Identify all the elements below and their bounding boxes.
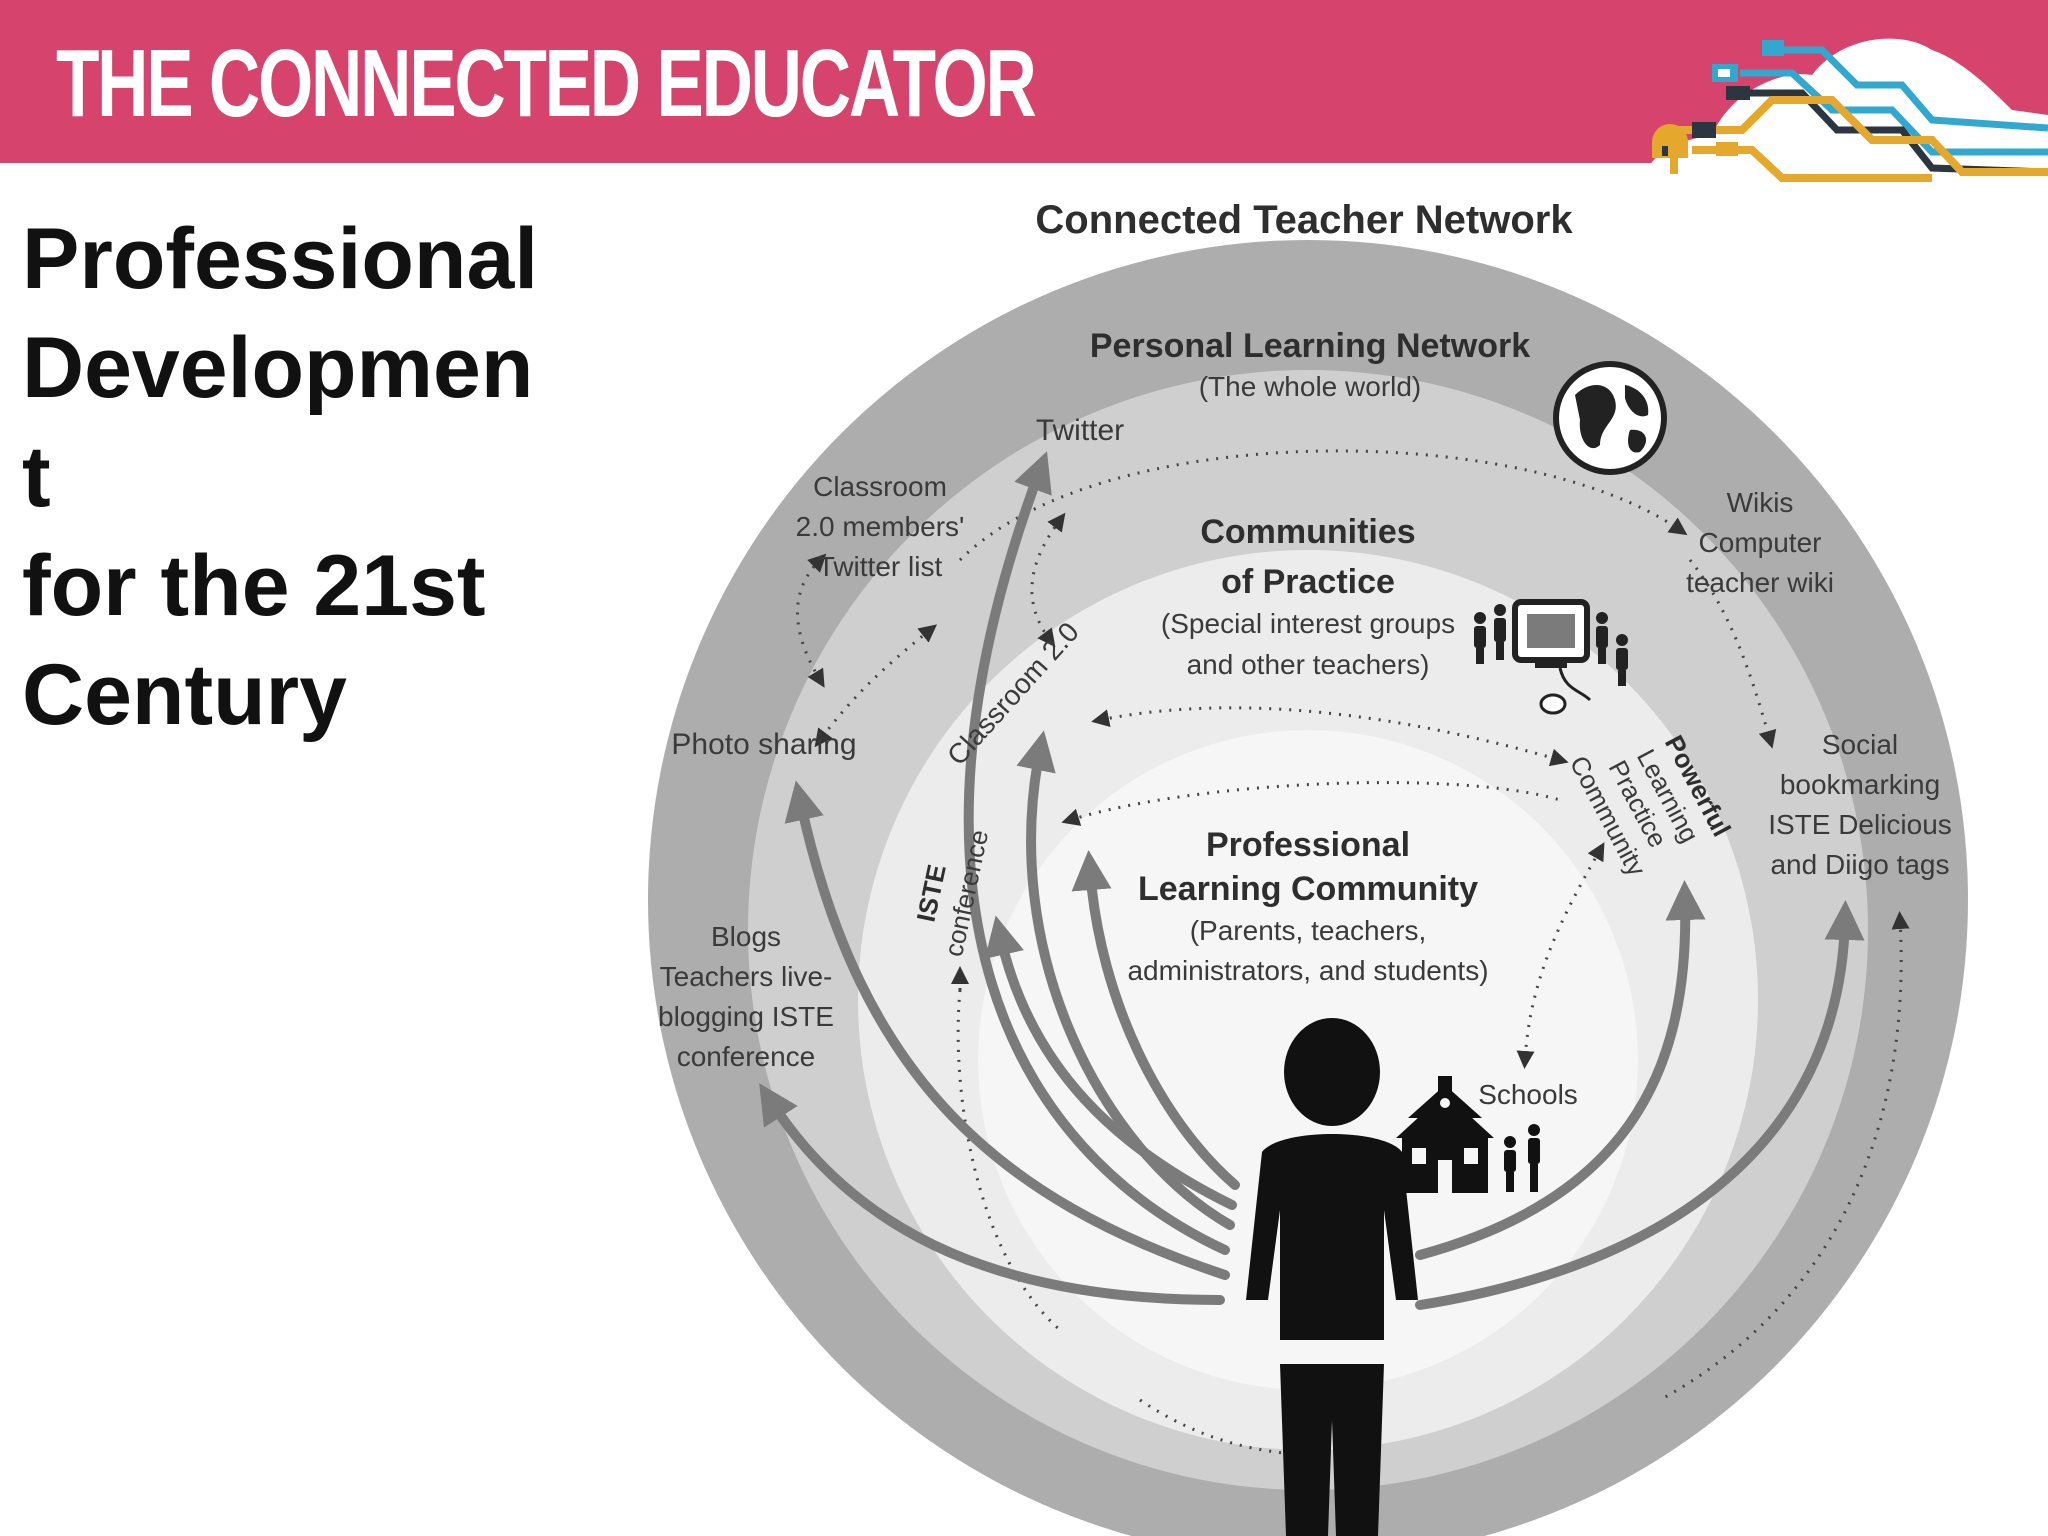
label-classroom-twitter-list: 2.0 members' xyxy=(796,511,965,542)
middle-ring-subtitle: and other teachers) xyxy=(1187,649,1430,680)
connected-educator-logo xyxy=(1642,38,2048,190)
label-wikis: teacher wiki xyxy=(1686,567,1834,598)
label-classroom-twitter-list: Classroom xyxy=(813,471,947,502)
outer-ring-subtitle: (The whole world) xyxy=(1199,371,1422,402)
label-twitter: Twitter xyxy=(1036,414,1124,447)
label-wikis: Wikis xyxy=(1727,487,1794,518)
middle-ring-title: of Practice xyxy=(1221,563,1395,601)
label-social-bookmarking: ISTE Delicious xyxy=(1768,809,1952,840)
heading-line: Developmen xyxy=(22,320,534,416)
outer-ring-title: Personal Learning Network xyxy=(1090,327,1530,365)
heading-line: Professional xyxy=(22,211,539,307)
label-blogs: blogging ISTE xyxy=(658,1001,834,1032)
inner-ring-subtitle: administrators, and students) xyxy=(1127,955,1488,986)
globe-icon xyxy=(1553,361,1667,475)
label-photo-sharing: Photo sharing xyxy=(671,728,856,761)
label-social-bookmarking: and Diigo tags xyxy=(1770,849,1949,880)
inner-ring-subtitle: (Parents, teachers, xyxy=(1190,915,1427,946)
heading-line: Century xyxy=(22,647,347,743)
label-social-bookmarking: bookmarking xyxy=(1780,769,1940,800)
heading-line: t xyxy=(22,429,51,525)
teacher-figure xyxy=(1246,1018,1418,1536)
school-icon xyxy=(1396,1076,1540,1193)
slide-heading: Professional Developmen t for the 21st C… xyxy=(22,205,642,750)
heading-line: for the 21st xyxy=(22,538,486,634)
label-schools: Schools xyxy=(1478,1079,1578,1110)
middle-ring-subtitle: (Special interest groups xyxy=(1161,608,1455,639)
people-icon xyxy=(1474,604,1628,686)
diagram-title: Connected Teacher Network xyxy=(1035,198,1573,242)
label-social-bookmarking: Social xyxy=(1822,729,1898,760)
label-blogs: Teachers live- xyxy=(660,961,833,992)
inner-ring-title: Professional xyxy=(1206,826,1410,864)
inner-ring-title: Learning Community xyxy=(1138,870,1478,908)
label-blogs: Blogs xyxy=(711,921,781,952)
header-title: THE CONNECTED EDUCATOR xyxy=(56,30,1037,137)
label-blogs: conference xyxy=(677,1041,816,1072)
computer-icon xyxy=(1512,599,1592,715)
middle-ring-title: Communities xyxy=(1200,513,1415,551)
label-wikis: Computer xyxy=(1699,527,1822,558)
label-classroom-twitter-list: Twitter list xyxy=(818,551,943,582)
